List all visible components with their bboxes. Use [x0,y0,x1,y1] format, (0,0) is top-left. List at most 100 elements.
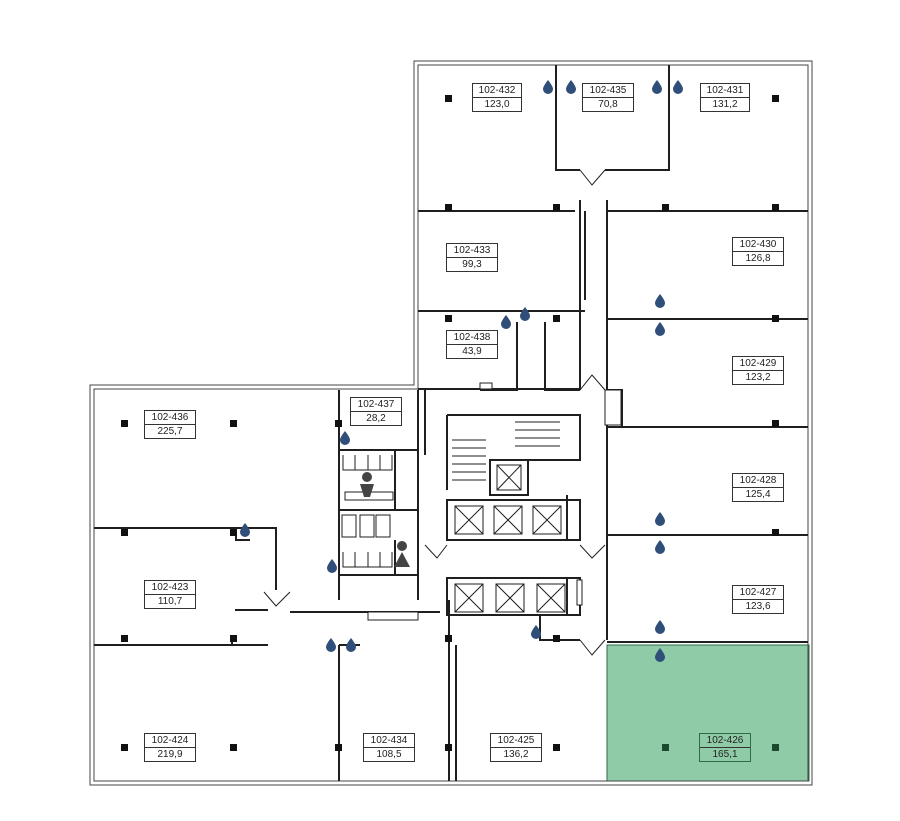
room-label-102-426[interactable]: 102-426 165,1 [699,733,751,762]
column-icon [230,420,237,427]
elevator-icon [454,464,566,613]
column-icon [445,315,452,322]
room-id: 102-435 [583,84,633,98]
room-label-102-434[interactable]: 102-434 108,5 [363,733,415,762]
room-label-102-425[interactable]: 102-425 136,2 [490,733,542,762]
column-icon [121,635,128,642]
column-icon [335,744,342,751]
water-drop-icon [654,648,666,662]
room-area: 131,2 [712,99,738,110]
room-id: 102-434 [364,734,414,748]
room-id: 102-436 [145,411,195,425]
room-area: 225,7 [157,426,183,437]
room-area: 110,7 [157,596,183,607]
water-drop-icon [345,638,357,652]
room-area: 108,5 [376,749,402,760]
water-drop-icon [654,540,666,554]
room-area: 123,6 [745,601,771,612]
room-id: 102-423 [145,581,195,595]
column-icon [445,95,452,102]
water-drop-icon [339,431,351,445]
column-icon [553,204,560,211]
room-id: 102-425 [491,734,541,748]
column-icon [121,529,128,536]
column-icon [772,95,779,102]
column-icon [121,420,128,427]
room-area: 28,2 [366,413,386,424]
water-drop-icon [500,315,512,329]
room-id: 102-431 [701,84,749,98]
column-icon [445,204,452,211]
water-drop-icon [651,80,663,94]
column-icon [230,529,237,536]
column-icon [772,744,779,751]
restroom-stalls [341,455,394,568]
room-id: 102-432 [473,84,521,98]
room-id: 102-438 [447,331,497,345]
room-label-102-436[interactable]: 102-436 225,7 [144,410,196,439]
column-icon [662,744,669,751]
column-icon [445,635,452,642]
column-icon [662,204,669,211]
room-id: 102-428 [733,474,783,488]
room-id: 102-433 [447,244,497,258]
room-id: 102-427 [733,586,783,600]
room-area: 165,1 [712,749,738,760]
water-drop-icon [654,294,666,308]
room-id: 102-429 [733,357,783,371]
column-icon [772,315,779,322]
room-label-102-427[interactable]: 102-427 123,6 [732,585,784,614]
water-drop-icon [325,638,337,652]
room-label-102-437[interactable]: 102-437 28,2 [350,397,402,426]
water-drop-icon [654,620,666,634]
room-area: 125,4 [745,489,771,500]
water-drop-icon [672,80,684,94]
column-icon [230,635,237,642]
room-area: 70,8 [598,99,618,110]
column-icon [121,744,128,751]
water-drop-icon [530,625,542,639]
water-drop-icon [326,559,338,573]
column-icon [445,744,452,751]
water-drop-icon [239,523,251,537]
room-label-102-432[interactable]: 102-432 123,0 [472,83,522,112]
women-restroom-icon [394,541,410,567]
column-icon [335,420,342,427]
water-drop-icon [654,512,666,526]
column-icon [772,420,779,427]
room-id: 102-437 [351,398,401,412]
room-label-102-430[interactable]: 102-430 126,8 [732,237,784,266]
room-label-102-429[interactable]: 102-429 123,2 [732,356,784,385]
door-swings [263,169,606,656]
column-icon [553,315,560,322]
column-icon [230,744,237,751]
column-icon [772,529,779,536]
door-frames [367,382,622,621]
room-label-102-424[interactable]: 102-424 219,9 [144,733,196,762]
room-area: 123,2 [745,372,771,383]
water-drop-icon [654,322,666,336]
stairs-icon [452,421,560,481]
men-restroom-icon [360,472,374,497]
room-id: 102-426 [700,734,750,748]
water-drop-icon [519,307,531,321]
column-icon [553,635,560,642]
room-label-102-438[interactable]: 102-438 43,9 [446,330,498,359]
room-label-102-428[interactable]: 102-428 125,4 [732,473,784,502]
room-label-102-431[interactable]: 102-431 131,2 [700,83,750,112]
room-id: 102-424 [145,734,195,748]
room-area: 123,0 [484,99,510,110]
room-area: 136,2 [503,749,529,760]
room-area: 99,3 [462,259,482,270]
room-area: 43,9 [462,346,482,357]
room-label-102-435[interactable]: 102-435 70,8 [582,83,634,112]
water-drop-icon [542,80,554,94]
room-id: 102-430 [733,238,783,252]
room-area: 126,8 [745,253,771,264]
room-label-102-433[interactable]: 102-433 99,3 [446,243,498,272]
column-icon [553,744,560,751]
room-label-102-423[interactable]: 102-423 110,7 [144,580,196,609]
column-icon [772,204,779,211]
room-area: 219,9 [157,749,183,760]
